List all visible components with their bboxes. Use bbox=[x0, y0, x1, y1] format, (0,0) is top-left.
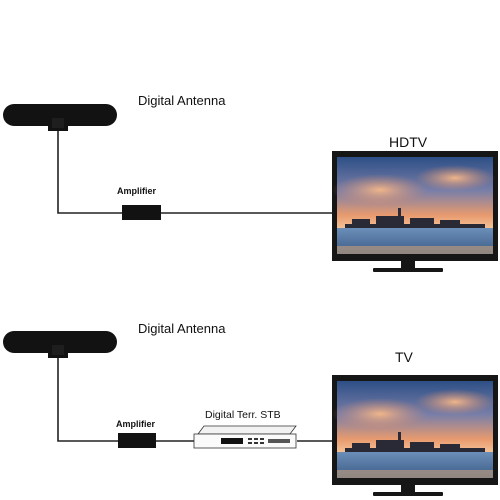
top-antenna-label: Digital Antenna bbox=[138, 93, 226, 108]
top-cable bbox=[57, 131, 332, 214]
top-antenna bbox=[3, 104, 117, 131]
bottom-cable bbox=[57, 358, 332, 442]
top-tv bbox=[332, 151, 498, 272]
bottom-amplifier-label: Amplifier bbox=[116, 419, 156, 429]
bottom-tv-label: TV bbox=[395, 349, 413, 365]
top-amplifier bbox=[122, 205, 161, 220]
bottom-amplifier bbox=[118, 433, 156, 448]
top-amplifier-label: Amplifier bbox=[117, 186, 157, 196]
bottom-antenna-label: Digital Antenna bbox=[138, 321, 226, 336]
bottom-tv bbox=[332, 375, 498, 496]
bottom-antenna bbox=[3, 331, 117, 358]
top-tv-label: HDTV bbox=[389, 134, 428, 150]
stb-label: Digital Terr. STB bbox=[205, 409, 281, 421]
set-top-box bbox=[193, 425, 297, 449]
